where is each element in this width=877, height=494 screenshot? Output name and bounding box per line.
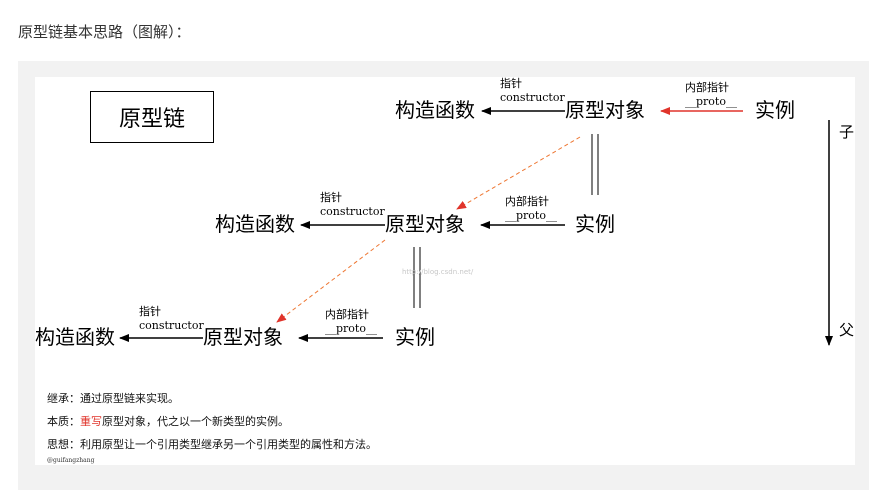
note-idea: 思想：利用原型让一个引用类型继承另一个引用类型的属性和方法。 — [47, 438, 377, 451]
row2-to-row3-dashed-arrow — [276, 239, 386, 323]
row2-prototype-label: 原型对象 — [385, 212, 465, 236]
diagram-svg: 构造函数 指针 constructor 原型对象 内部指针 __proto__ … — [35, 77, 854, 349]
row1-to-row2-dashed-arrow — [456, 136, 581, 210]
row3-proto-text: __proto__ — [325, 322, 377, 335]
row3-internal-label: 内部指针 — [325, 307, 369, 321]
page-heading: 原型链基本思路（图解）： — [18, 23, 191, 41]
diagram-title: 原型链 — [90, 91, 214, 143]
row3-constructor-label: 构造函数 — [35, 325, 115, 349]
row1-pointer-label: 指针 — [500, 77, 522, 90]
row1-prototype-label: 原型对象 — [565, 98, 645, 122]
row2-proto-text: __proto__ — [505, 209, 557, 222]
note-essence-prefix: 本质： — [47, 415, 80, 428]
row1-constructor-text: constructor — [500, 91, 565, 104]
row1-instance-label: 实例 — [755, 98, 795, 122]
row3-pointer-label: 指针 — [139, 304, 161, 318]
row3-constructor-text: constructor — [139, 319, 204, 332]
row2-internal-label: 内部指针 — [505, 194, 549, 208]
watermark: http://blog.csdn.net/ — [402, 268, 474, 276]
prototype-chain-diagram: 原型链 构造函数 指针 constructor 原型对象 内部指针 __prot… — [35, 77, 855, 465]
axis-parent-label: 父 — [839, 321, 854, 339]
note-inherit: 继承：通过原型链来实现。 — [47, 392, 179, 405]
note-essence-highlight: 重写 — [80, 415, 102, 428]
credit: @guifangzhang — [47, 457, 95, 464]
note-essence: 本质：重写原型对象，代之以一个新类型的实例。 — [47, 410, 377, 433]
row2-constructor-label: 构造函数 — [215, 212, 295, 236]
row1-internal-label: 内部指针 — [685, 80, 729, 94]
row2-pointer-label: 指针 — [320, 190, 342, 204]
axis-child-label: 子 — [839, 123, 854, 141]
notes-block: 继承：通过原型链来实现。 本质：重写原型对象，代之以一个新类型的实例。 思想：利… — [47, 387, 377, 456]
row2-constructor-text: constructor — [320, 205, 385, 218]
row2-instance-label: 实例 — [575, 212, 615, 236]
row1-constructor-label: 构造函数 — [395, 98, 475, 122]
note-essence-suffix: 原型对象，代之以一个新类型的实例。 — [102, 415, 289, 428]
row3-prototype-label: 原型对象 — [203, 325, 283, 349]
row3-instance-label: 实例 — [395, 325, 435, 349]
row1-proto-text: __proto__ — [685, 95, 737, 108]
